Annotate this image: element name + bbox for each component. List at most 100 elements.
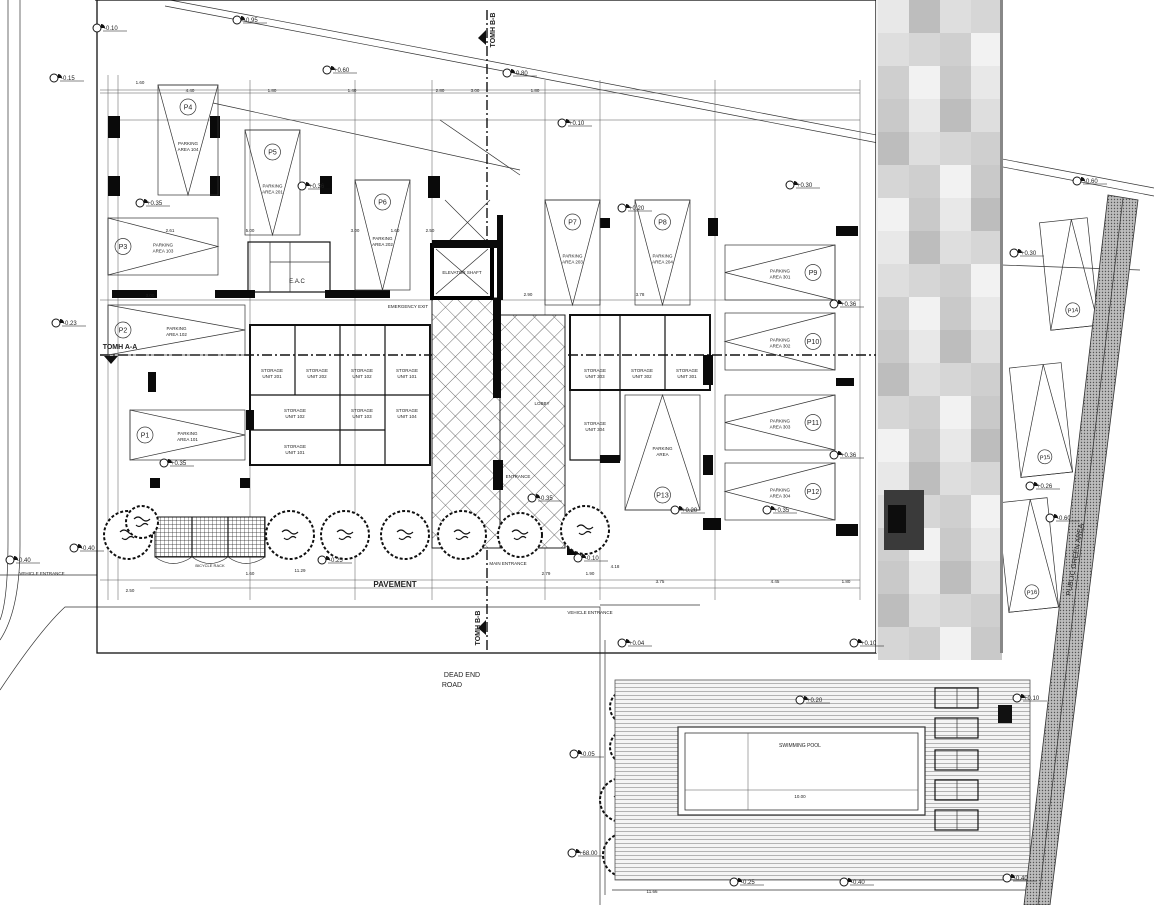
level-marker-icon	[1002, 873, 1012, 883]
level-marker: +0.20	[670, 505, 705, 515]
storage-label-line2: UNIT 301	[677, 374, 697, 379]
level-marker-icon	[69, 543, 79, 553]
level-marker: +68.00	[567, 848, 602, 858]
storage-label-line1: STORAGE	[396, 408, 418, 413]
level-marker: -0.40	[1002, 873, 1037, 883]
pavement-label: PAVEMENT	[373, 580, 416, 589]
parking-tag: P16	[1026, 590, 1038, 597]
level-marker-icon	[617, 203, 627, 213]
dimension-value: 2.50	[426, 228, 435, 233]
level-marker-icon	[502, 68, 512, 78]
parking-tag: P9	[809, 270, 818, 277]
entrance-label: ENTRANCE	[506, 474, 531, 479]
level-marker: -0.60	[1045, 513, 1080, 523]
level-marker: -0.15	[49, 73, 84, 83]
level-value: +0.04	[629, 641, 645, 647]
parking-tag: P6	[378, 200, 387, 207]
level-marker-icon	[839, 877, 849, 887]
storage-label-line2: UNIT 303	[585, 374, 605, 379]
parking-tag-circle	[136, 426, 154, 444]
level-marker-icon	[729, 877, 739, 887]
level-value: -0.25	[741, 880, 755, 886]
vehicle-entrance-label-left: VEHICLE ENTRANCE	[19, 571, 64, 576]
dimension-value: 4.40	[186, 88, 195, 93]
redacted-panel	[876, 0, 1003, 660]
level-marker: +0.36	[829, 450, 864, 460]
level-marker-icon	[569, 749, 579, 759]
level-marker: +0.35	[762, 505, 797, 515]
parking-space-p14: P14	[1039, 217, 1099, 331]
section-label-b-b-top: TOMH B-B	[490, 13, 497, 48]
elevator-shaft-label: ELEVATOR SHAFT	[442, 270, 482, 275]
level-value: -0.05	[581, 752, 595, 758]
parking-tag: P5	[268, 150, 277, 157]
vehicle-entrance-label: VEHICLE ENTRANCE	[567, 610, 612, 615]
level-marker-icon	[573, 553, 583, 563]
level-value: -0.40	[851, 880, 865, 886]
level-marker: +0.30	[1009, 248, 1044, 258]
level-value: -0.40	[17, 558, 31, 564]
level-marker: -0.40	[839, 877, 874, 887]
eac-label: E.A.C	[289, 279, 305, 285]
storage-label-line2: UNIT 104	[397, 414, 417, 419]
level-marker-icon	[159, 458, 169, 468]
level-marker: -0.05	[569, 749, 604, 759]
level-marker-icon	[1025, 481, 1035, 491]
level-marker: +0.10	[557, 118, 592, 128]
level-marker: +0.20	[795, 695, 830, 705]
road-label-2: ROAD	[442, 682, 462, 689]
dimension-value: 1.60	[391, 228, 400, 233]
level-marker: +0.20	[617, 203, 652, 213]
level-marker-icon	[135, 198, 145, 208]
level-marker-icon	[795, 695, 805, 705]
storage-block-right	[569, 314, 711, 461]
parking-tag: P3	[119, 244, 128, 251]
parking-tag: P1	[141, 433, 150, 440]
road-curb-lines	[0, 0, 601, 905]
section-arrow-b-b-top	[478, 30, 486, 45]
level-value: -0.60	[1057, 516, 1071, 522]
level-marker: -0.10	[92, 23, 127, 33]
level-marker: +0.30	[785, 180, 820, 190]
level-marker-icon	[322, 65, 332, 75]
dimension-value: 2.90	[524, 292, 533, 297]
swimming-pool	[677, 726, 926, 816]
stair-hatch	[444, 199, 491, 246]
dimension-value: 1.40	[348, 88, 357, 93]
dimension-value: 11.29	[295, 568, 306, 573]
parking-space-p16: P16	[997, 497, 1060, 613]
level-marker: +0.10	[1012, 693, 1047, 703]
road-label: DEAD END	[444, 672, 480, 679]
level-marker-icon	[49, 73, 59, 83]
level-value: +0.30	[797, 183, 813, 189]
parking-tag: P2	[119, 328, 128, 335]
storage-label-line2: UNIT 101	[397, 374, 417, 379]
level-marker: +0.36	[829, 299, 864, 309]
parking-tag: P7	[568, 220, 577, 227]
parking-space-p15: P15	[1009, 362, 1074, 478]
section-arrow-a-a	[104, 356, 118, 364]
level-marker-icon	[1045, 513, 1055, 523]
bicycle-rack-label: BICYCLE RACK	[195, 563, 225, 568]
parking-tag: P4	[184, 105, 193, 112]
dimension-value: 11.66	[647, 889, 658, 894]
level-value: +0.36	[841, 302, 857, 308]
level-value: +0.36	[841, 453, 857, 459]
tree-icon	[437, 510, 487, 560]
dimension-value: 3.78	[636, 292, 645, 297]
